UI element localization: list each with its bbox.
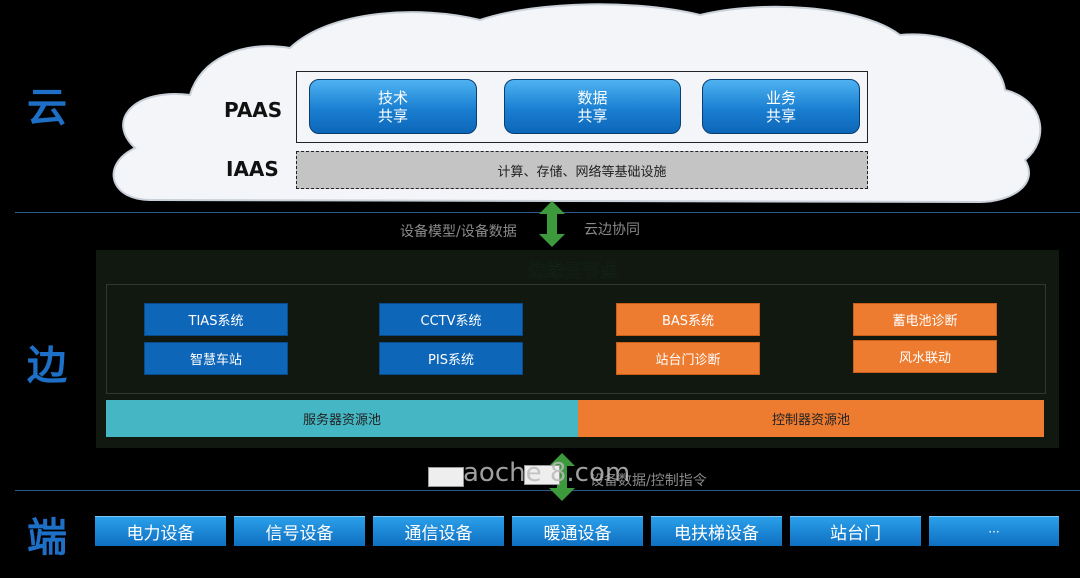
device-escalator: 电扶梯设备: [651, 516, 782, 546]
device-platform-door-label: 站台门: [830, 524, 881, 544]
platform-door-diagnosis-label: 站台门诊断: [655, 353, 721, 368]
controller-resource-pool: 控制器资源池: [578, 400, 1044, 437]
watermark-logo-icon-1: [428, 467, 464, 487]
smart-station-label: 智慧车站: [189, 353, 242, 368]
device-power: 电力设备: [95, 516, 226, 546]
cloud-edge-left-label: 设备模型/设备数据: [400, 224, 517, 240]
edge-end-label: 设备数据/控制指令: [590, 473, 707, 489]
server-resource-pool-label: 服务器资源池: [302, 413, 381, 428]
pis-system-label: PIS系统: [428, 353, 474, 368]
battery-diagnosis-box: 蓄电池诊断: [853, 303, 997, 336]
watermark-text: aoche 8.com: [463, 458, 631, 488]
pis-system-box: PIS系统: [379, 342, 523, 375]
paas-data-share: 数据 共享: [504, 79, 681, 134]
device-signal: 信号设备: [234, 516, 365, 546]
wind-water-linkage-label: 风水联动: [898, 351, 951, 366]
tias-system-label: TIAS系统: [188, 314, 244, 329]
paas-data-line2: 共享: [577, 106, 608, 125]
edge-node-title: 边缘云节点: [528, 261, 618, 282]
paas-business-line1: 业务: [765, 88, 796, 107]
paas-label: PAAS: [224, 98, 283, 122]
device-escalator-label: 电扶梯设备: [674, 524, 759, 544]
device-hvac-label: 暖通设备: [543, 524, 612, 544]
cloud-edge-arrow-icon: [539, 201, 565, 247]
tier-cloud-label: 云: [27, 85, 67, 131]
paas-tech-line2: 共享: [377, 106, 408, 125]
battery-diagnosis-label: 蓄电池诊断: [892, 314, 958, 329]
tias-system-box: TIAS系统: [144, 303, 288, 336]
bas-system-label: BAS系统: [661, 314, 715, 329]
device-platform-door: 站台门: [790, 516, 921, 546]
platform-door-diagnosis-box: 站台门诊断: [616, 342, 760, 375]
device-communication: 通信设备: [373, 516, 504, 546]
watermark-logo-icon-2: [524, 465, 560, 485]
cloud-edge-right-label: 云边协同: [584, 222, 640, 238]
device-communication-label: 通信设备: [404, 524, 473, 544]
edge-systems-frame: [106, 284, 1046, 394]
iaas-label: IAAS: [226, 157, 279, 181]
cctv-system-box: CCTV系统: [379, 303, 523, 336]
tier-end-label: 端: [27, 515, 67, 561]
device-more: ···: [929, 516, 1059, 546]
smart-station-box: 智慧车站: [144, 342, 288, 375]
device-signal-label: 信号设备: [265, 524, 334, 544]
paas-business-line2: 共享: [765, 106, 796, 125]
device-power-label: 电力设备: [126, 524, 195, 544]
server-resource-pool: 服务器资源池: [106, 400, 578, 437]
tier-edge-label: 边: [27, 343, 67, 389]
paas-business-share: 业务 共享: [702, 79, 860, 134]
device-more-label: ···: [988, 524, 1000, 539]
iaas-text: 计算、存储、网络等基础设施: [497, 164, 667, 180]
device-hvac: 暖通设备: [512, 516, 643, 546]
bas-system-box: BAS系统: [616, 303, 760, 336]
paas-container: [296, 71, 868, 143]
cctv-system-label: CCTV系统: [420, 314, 482, 329]
controller-resource-pool-label: 控制器资源池: [771, 413, 850, 428]
paas-data-line1: 数据: [577, 88, 608, 107]
iaas-box: 计算、存储、网络等基础设施: [296, 151, 868, 189]
wind-water-linkage-box: 风水联动: [853, 340, 997, 373]
paas-tech-line1: 技术: [377, 88, 408, 107]
paas-tech-share: 技术 共享: [309, 79, 477, 134]
edge-end-separator: [15, 490, 1080, 491]
